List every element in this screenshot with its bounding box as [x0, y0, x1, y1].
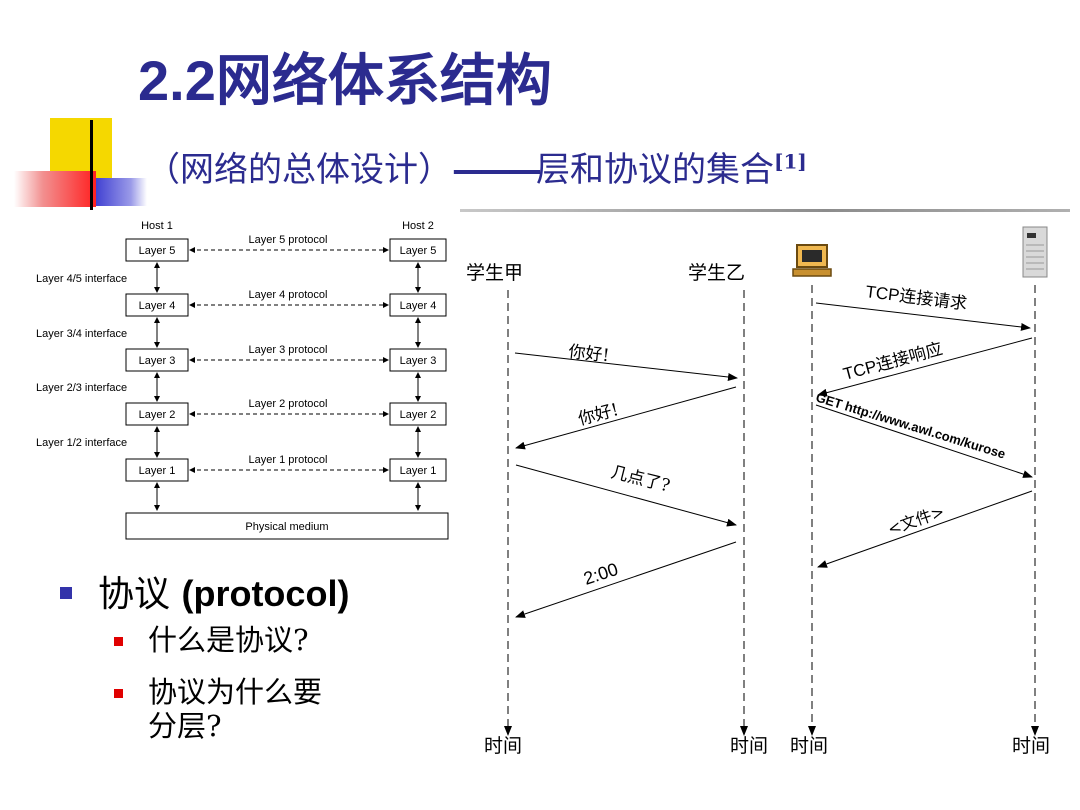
- host1-label: Host 1: [141, 220, 173, 232]
- server-icon: [1022, 226, 1048, 278]
- interface-4-5: Layer 4/5 interface: [36, 273, 127, 285]
- host2-layer-1: Layer 1: [400, 465, 437, 477]
- computer-icon: [792, 244, 832, 277]
- host1-layer-4: Layer 4: [139, 300, 176, 312]
- tcp-response-arrow: [817, 337, 1033, 397]
- time-label-client: 时间: [790, 735, 828, 757]
- file-reply-arrow: [817, 490, 1033, 568]
- layer-row-5: Layer 5 Layer 5 Layer 5 protocol: [125, 234, 447, 262]
- interface-1-2: Layer 1/2 interface: [36, 437, 127, 449]
- subtitle-main: 层和协议的集合: [536, 150, 774, 190]
- deco-yellow-block: [50, 118, 112, 178]
- physical-medium: Physical medium: [245, 521, 328, 533]
- host2-layer-2: Layer 2: [400, 409, 437, 421]
- deco-red-bar: [14, 171, 96, 207]
- sub-bullet-marker: [114, 689, 123, 698]
- host2-layer-5: Layer 5: [400, 245, 437, 257]
- tcp-request: TCP连接请求: [865, 282, 969, 313]
- msg-hello-1-arrow: [514, 352, 738, 381]
- actor-student-b: 学生乙: [688, 262, 745, 284]
- msg-reply-time-arrow: [515, 541, 737, 618]
- layer-row-2: Layer 2 Layer 2 Layer 2 protocol: [125, 398, 447, 426]
- msg-hello-2-arrow: [515, 386, 737, 450]
- sub-bullet-what: 什么是协议?: [148, 623, 309, 657]
- deco-vertical-line: [90, 120, 93, 210]
- file-reply: <文件>: [885, 502, 947, 539]
- page-subtitle: （网络的总体设计）———层和协议的集合[1]: [146, 142, 807, 191]
- host1-layer-2: Layer 2: [139, 409, 176, 421]
- http-get-arrow: [815, 404, 1033, 478]
- host2-layer-4: Layer 4: [400, 300, 437, 312]
- sub-bullet-marker: [114, 637, 123, 646]
- title-divider: [460, 209, 1070, 212]
- msg-what-time-arrow: [515, 464, 737, 527]
- time-label-student-a: 时间: [484, 735, 522, 757]
- msg-what-time: 几点了?: [609, 462, 672, 496]
- layer-4-protocol: Layer 4 protocol: [249, 289, 328, 301]
- layer-row-4: Layer 4 Layer 4 Layer 4 protocol: [125, 289, 447, 317]
- layer-row-1: Layer 1 Layer 1 Layer 1 protocol: [125, 454, 447, 482]
- subtitle-ref: [1]: [774, 149, 807, 174]
- layer-1-protocol: Layer 1 protocol: [249, 454, 328, 466]
- layer-5-protocol: Layer 5 protocol: [249, 234, 328, 246]
- subtitle-dash: ———: [452, 150, 542, 190]
- tcp-request-arrow: [815, 302, 1031, 331]
- host1-layer-5: Layer 5: [139, 245, 176, 257]
- page-title: 2.2网络体系结构: [138, 49, 552, 114]
- time-label-server: 时间: [1012, 735, 1050, 757]
- tcp-response: TCP连接响应: [841, 339, 944, 384]
- layer-3-protocol: Layer 3 protocol: [249, 344, 328, 356]
- http-get: GET http://www.awl.com/kurose: [814, 390, 1007, 462]
- actor-student-a: 学生甲: [466, 262, 523, 284]
- msg-reply-time: 2:00: [581, 559, 621, 589]
- layer-row-3: Layer 3 Layer 3 Layer 3 protocol: [125, 344, 447, 372]
- subtitle-prefix: （网络的总体设计）: [146, 150, 452, 190]
- sub-bullet-why-line2: 分层?: [148, 709, 222, 743]
- layer-2-protocol: Layer 2 protocol: [249, 398, 328, 410]
- sub-bullet-why-line1: 协议为什么要: [148, 675, 323, 709]
- time-label-student-b: 时间: [730, 735, 768, 757]
- sequence-diagrams: 学生甲 学生乙 你好! 你好! 几点了? 2:00 时间 时间 TCP连接请求 …: [466, 226, 1050, 757]
- msg-hello-1: 你好!: [567, 342, 610, 366]
- host1-layer-3: Layer 3: [139, 355, 176, 367]
- host2-label: Host 2: [402, 220, 434, 232]
- host2-layer-3: Layer 3: [400, 355, 437, 367]
- deco-blue-block: [93, 178, 147, 206]
- interface-3-4: Layer 3/4 interface: [36, 328, 127, 340]
- interface-arrows: [154, 262, 421, 511]
- layer-diagram: Host 1 Host 2 Layer 5 Layer 5 Layer 5 pr…: [36, 220, 449, 540]
- host1-layer-1: Layer 1: [139, 465, 176, 477]
- interface-2-3: Layer 2/3 interface: [36, 382, 127, 394]
- bullet-marker: [60, 587, 72, 599]
- bullet-protocol: 协议 (protocol): [98, 573, 350, 615]
